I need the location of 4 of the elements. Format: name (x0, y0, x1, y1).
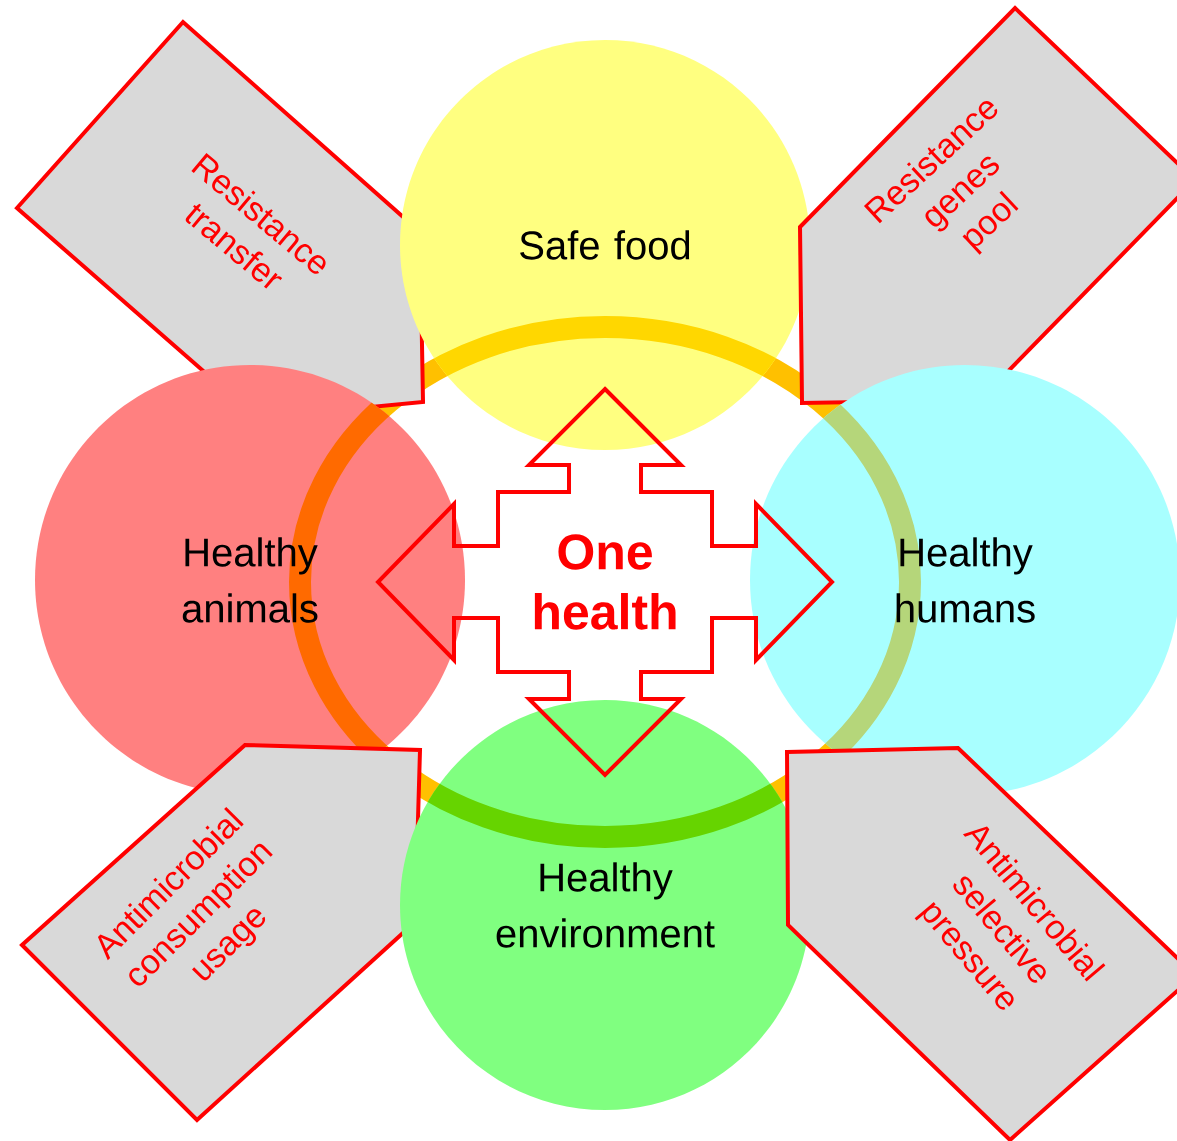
node-label: Healthy humans (896, 537, 1035, 623)
node-label: Safe food (520, 230, 690, 260)
node-label: Healthy environment (496, 862, 715, 948)
node-label: Healthy animals (182, 537, 318, 623)
